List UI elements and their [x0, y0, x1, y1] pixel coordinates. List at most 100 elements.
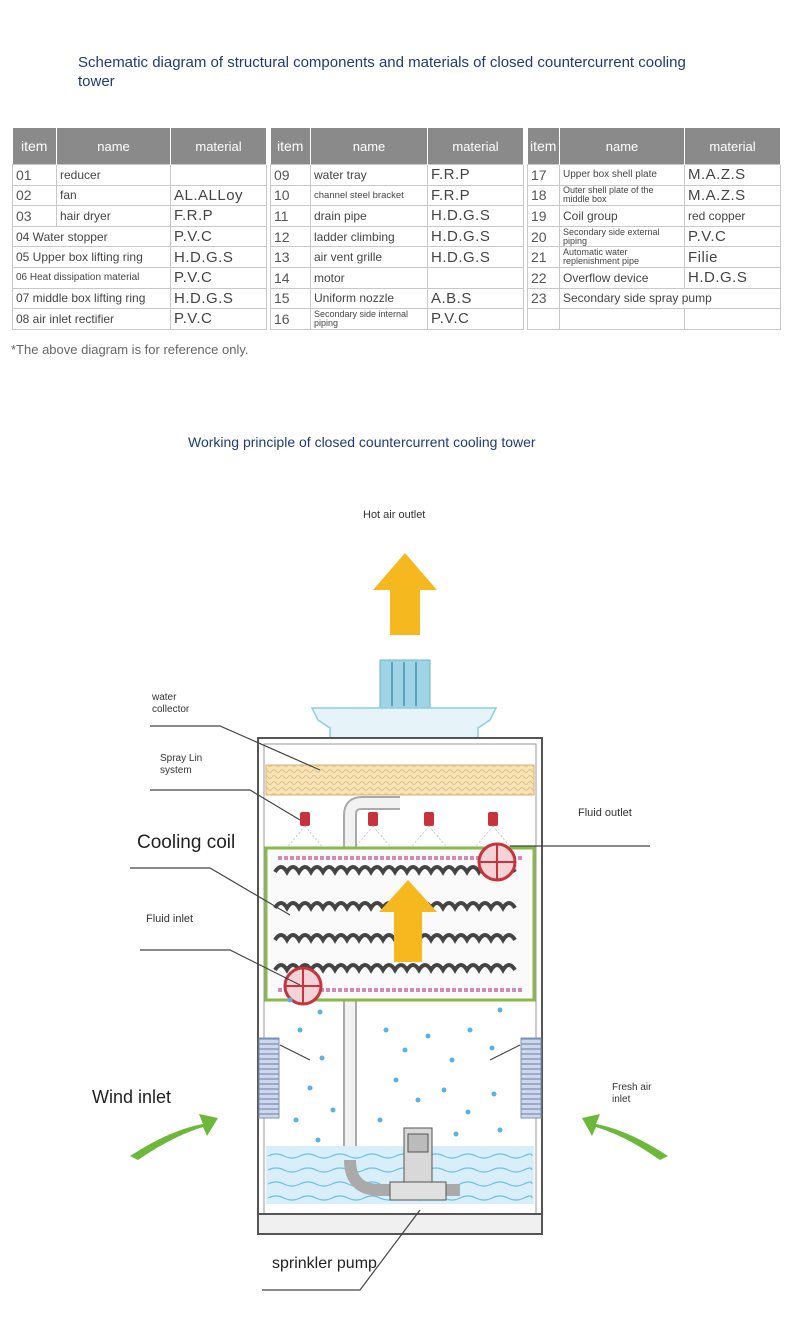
- part-material: P.V.C: [170, 225, 267, 248]
- item-number: 14: [270, 266, 311, 289]
- part-name: Secondary side spray pump: [559, 287, 781, 310]
- item-number: 19: [527, 205, 560, 227]
- part-name: 05 Upper box lifting ring: [12, 246, 171, 268]
- inner-air-arrow: [379, 880, 437, 962]
- parts-table-title: Schematic diagram of structural componen…: [78, 54, 686, 90]
- part-material: A.B.S: [427, 287, 524, 310]
- part-material: H.D.G.S: [427, 225, 524, 248]
- wind-inlet-label: Wind inlet: [92, 1087, 171, 1107]
- water-collector-label-2: collector: [152, 704, 190, 715]
- part-name: air vent grille: [310, 246, 428, 268]
- item-number: 22: [527, 266, 560, 289]
- part-name: 07 middle box lifting ring: [12, 287, 171, 310]
- part-material: P.V.C: [684, 225, 781, 248]
- name-header: name: [56, 128, 171, 165]
- part-material: H.D.G.S: [427, 246, 524, 268]
- name-header: name: [559, 128, 685, 165]
- item-number: [527, 308, 560, 330]
- material-header: material: [170, 128, 267, 165]
- part-name: 06 Heat dissipation material: [12, 266, 171, 289]
- part-material: Filie: [684, 246, 781, 268]
- leader-lines: [130, 725, 650, 1291]
- item-number: 02: [12, 184, 57, 207]
- part-name: channel steel bracket: [310, 184, 428, 207]
- part-material: H.D.G.S: [427, 205, 524, 227]
- part-material: M.A.Z.S: [684, 164, 781, 186]
- left-louver: [258, 1037, 280, 1119]
- part-material: [427, 266, 524, 289]
- diagram-title: Working principle of closed countercurre…: [188, 434, 536, 450]
- water-droplets: [287, 997, 503, 1143]
- part-material: H.D.G.S: [170, 246, 267, 268]
- sprinkler-pump: [344, 1127, 460, 1201]
- item-header: item: [270, 128, 311, 165]
- hot-air-outlet-label: Hot air outlet: [363, 509, 425, 521]
- item-header: item: [527, 128, 560, 165]
- part-name: Overflow device: [559, 266, 685, 289]
- part-material: [684, 308, 781, 330]
- item-number: 16: [270, 308, 311, 330]
- part-name: drain pipe: [310, 205, 428, 227]
- part-name: Secondary side external piping: [559, 225, 685, 248]
- fresh-air-inlet-label-2: inlet: [612, 1094, 631, 1105]
- item-number: 01: [12, 164, 57, 186]
- item-number: 10: [270, 184, 311, 207]
- fluid-outlet-flange: [477, 842, 517, 882]
- name-header: name: [310, 128, 428, 165]
- part-name: reducer: [56, 164, 171, 186]
- part-name: Automatic water replenishment pipe: [559, 246, 685, 268]
- item-number: 12: [270, 225, 311, 248]
- water-collector: [265, 764, 535, 796]
- item-number: 13: [270, 246, 311, 268]
- part-material: P.V.C: [427, 308, 524, 330]
- right-louver: [520, 1037, 542, 1119]
- sprinkler-pump-label: sprinkler pump: [272, 1255, 377, 1272]
- fluid-inlet-label: Fluid inlet: [146, 913, 193, 925]
- spray-system-label-2: system: [160, 765, 192, 776]
- fluid-inlet-flange: [283, 966, 323, 1006]
- part-name: hair dryer: [56, 205, 171, 227]
- item-number: 17: [527, 164, 560, 186]
- part-name: Secondary side internal piping: [310, 308, 428, 330]
- part-name: Uniform nozzle: [310, 287, 428, 310]
- part-name: ladder climbing: [310, 225, 428, 248]
- part-name: 04 Water stopper: [12, 225, 171, 248]
- part-material: red copper: [684, 205, 781, 227]
- part-name: 08 air inlet rectifier: [12, 308, 171, 330]
- part-material: [170, 164, 267, 186]
- part-name: Upper box shell plate: [559, 164, 685, 186]
- material-header: material: [427, 128, 524, 165]
- part-material: F.R.P: [427, 184, 524, 207]
- part-material: M.A.Z.S: [684, 184, 781, 207]
- part-name: [559, 308, 685, 330]
- reference-note: *The above diagram is for reference only…: [11, 342, 249, 357]
- part-material: H.D.G.S: [170, 287, 267, 310]
- part-name: motor: [310, 266, 428, 289]
- part-name: Outer shell plate of the middle box: [559, 184, 685, 207]
- part-material: P.V.C: [170, 308, 267, 330]
- cooling-tower-diagram: Hot air outlet water collector Spray Lin…: [92, 509, 668, 1291]
- item-number: 18: [527, 184, 560, 207]
